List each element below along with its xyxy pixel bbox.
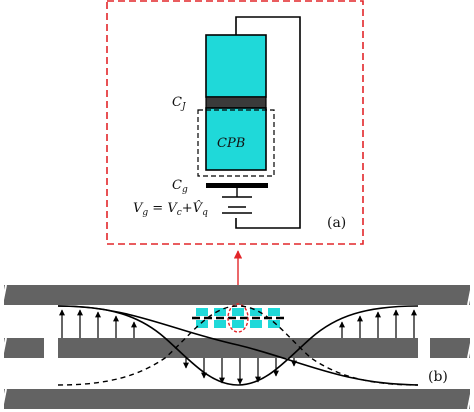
top-ground-plane: [4, 285, 470, 305]
highlighted-cpb: [227, 303, 249, 333]
label-cpb: CPB: [217, 136, 245, 151]
inset-zoom-frame: [106, 0, 364, 245]
break-marks-right: [467, 284, 473, 410]
field-arrows-up-left: [59, 309, 137, 338]
field-arrows-up-right: [339, 309, 417, 338]
standing-wave-dashed: [57, 305, 419, 386]
cpb-bottom-island: [205, 107, 267, 171]
josephson-junction: [205, 96, 267, 109]
break-marks-left: [1, 284, 7, 410]
cpb-dashed-box: [197, 109, 275, 177]
label-gate-voltage: Vg = Vc+V̂q: [133, 200, 208, 218]
standing-wave-solid: [57, 305, 419, 386]
field-arrows-down-center: [183, 358, 297, 385]
label-cj: CJ: [172, 95, 187, 112]
gate-capacitor-plate: [206, 183, 268, 188]
bottom-ground-plane: [4, 389, 470, 409]
panel-label-b: (b): [428, 369, 448, 385]
center-conductor: [58, 338, 418, 358]
label-cg: Cg: [172, 178, 188, 195]
cpb-array: [192, 308, 284, 328]
right-stub: [430, 338, 470, 358]
left-stub: [4, 338, 44, 358]
panel-label-a: (a): [327, 215, 346, 231]
circuit-wire: [235, 16, 301, 229]
cpb-top-island: [205, 34, 267, 98]
